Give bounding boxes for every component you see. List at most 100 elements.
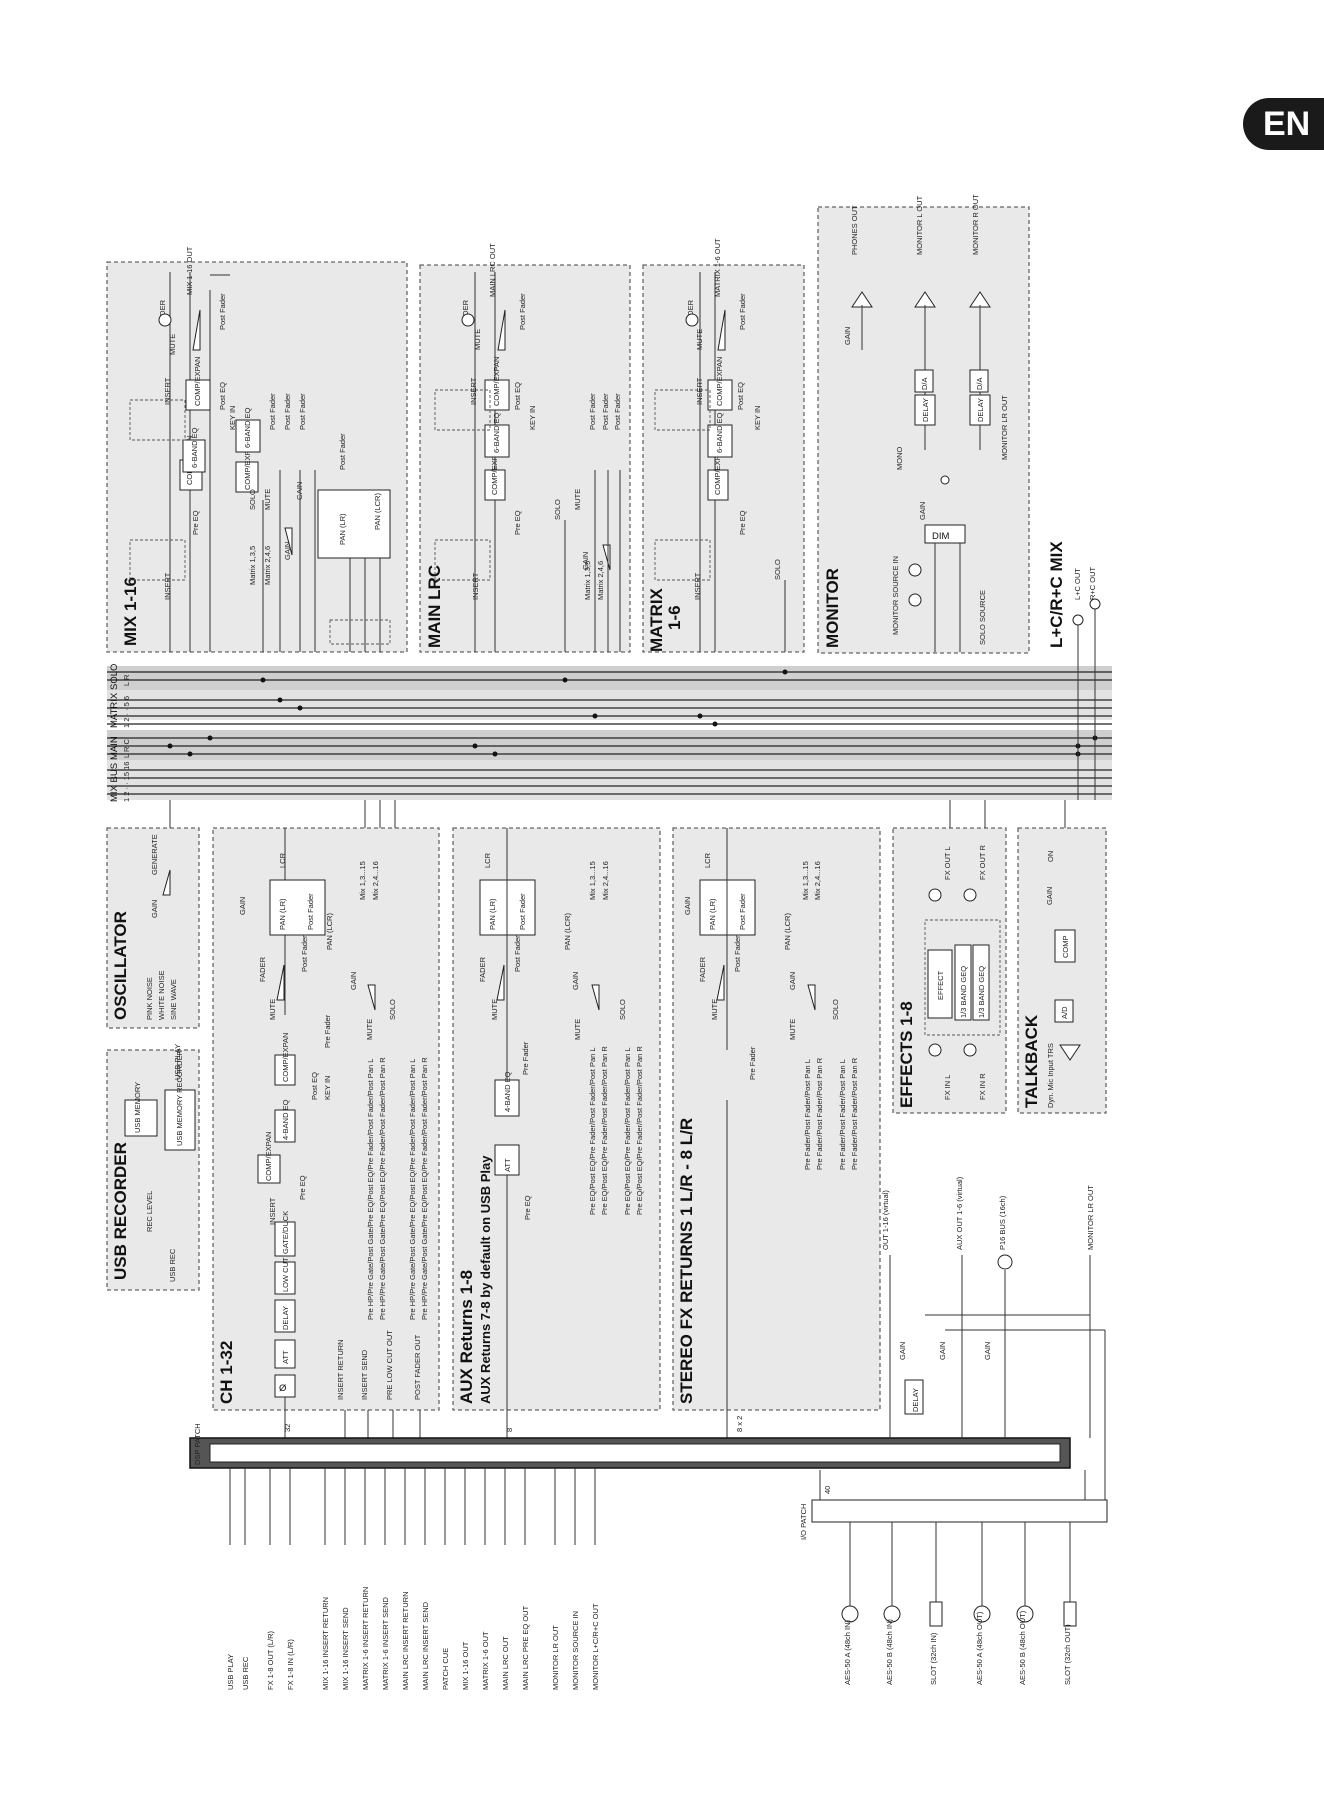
svg-text:FADER: FADER (478, 956, 487, 982)
svg-text:Pre EQ/Post EQ/Pre Fader/Post: Pre EQ/Post EQ/Pre Fader/Post Fader/Post… (600, 1046, 609, 1215)
svg-text:L R: L R (122, 674, 131, 686)
svg-text:Ø: Ø (279, 1383, 287, 1394)
monitor-chain: PHONES OUT MONITOR L OUT MONITOR R OUT G… (843, 194, 1009, 652)
svg-text:Pre EQ: Pre EQ (191, 510, 200, 535)
svg-text:Matrix 1,3,5: Matrix 1,3,5 (583, 561, 592, 600)
svg-text:USB RECORDER: USB RECORDER (111, 1142, 130, 1280)
svg-text:4-BAND EQ: 4-BAND EQ (281, 1099, 290, 1140)
svg-text:Post EQ: Post EQ (218, 382, 227, 410)
panel-effects: EFFECTS 1-8 EFFECT 1/3 BAND GEQ 1/3 BAND… (892, 800, 1007, 1114)
io-label: FX 1-8 OUT (L/R) (266, 1630, 275, 1690)
io-label: MIX 1-16 OUT (461, 1641, 470, 1690)
svg-text:AES-50 A (48ch OUT): AES-50 A (48ch OUT) (975, 1611, 984, 1685)
svg-text:Matrix 2,4,6: Matrix 2,4,6 (263, 546, 272, 585)
svg-text:Pre EQ/Post EQ/Pre Fader/Post: Pre EQ/Post EQ/Pre Fader/Post Fader/Post… (588, 1047, 597, 1215)
svg-text:FADER: FADER (158, 299, 167, 325)
title-mix: MIX 1-16 (121, 577, 140, 646)
bus-matrix: MATRIX (109, 692, 120, 728)
svg-text:SOLO: SOLO (388, 999, 397, 1020)
svg-text:Pre Fader/Post Fader/Post Pan: Pre Fader/Post Fader/Post Pan L (803, 1059, 812, 1170)
svg-text:GAIN: GAIN (283, 542, 292, 560)
svg-text:MUTE: MUTE (473, 329, 482, 350)
svg-text:PAN (LR): PAN (LR) (338, 513, 347, 545)
svg-text:INSERT: INSERT (163, 377, 172, 405)
svg-text:Post Fader: Post Fader (738, 893, 747, 930)
bus-solo: SOLO (109, 664, 120, 690)
svg-text:EFFECT: EFFECT (936, 970, 945, 1000)
svg-text:COMP/EXPAN: COMP/EXPAN (264, 1132, 273, 1181)
io-label: MONITOR LR OUT (551, 1625, 560, 1690)
svg-text:1/3 BAND GEQ: 1/3 BAND GEQ (959, 966, 968, 1018)
svg-text:Post Fader: Post Fader (588, 393, 597, 430)
svg-text:AUX OUT 1-6 (virtual): AUX OUT 1-6 (virtual) (955, 1176, 964, 1250)
svg-text:GAIN: GAIN (683, 897, 692, 915)
svg-text:CH 1-32: CH 1-32 (217, 1341, 236, 1404)
svg-text:MUTE: MUTE (573, 1019, 582, 1040)
svg-text:AUX Returns 1-8: AUX Returns 1-8 (457, 1270, 476, 1404)
svg-text:SINE WAVE: SINE WAVE (169, 979, 178, 1020)
svg-text:AUX Returns 7-8 by default on: AUX Returns 7-8 by default on USB Play (478, 1155, 493, 1404)
svg-text:COMP/EXPAN: COMP/EXPAN (490, 446, 499, 495)
svg-text:LOW CUT: LOW CUT (281, 1257, 290, 1292)
matrix-chain: COMP/EXPAN 6-BAND EQ COMP/EXPAN INSERT I… (654, 238, 786, 652)
svg-text:LCR: LCR (278, 852, 287, 868)
io-label: MAIN LRC PRE EQ OUT (521, 1605, 530, 1690)
svg-text:SLOT (32ch IN): SLOT (32ch IN) (929, 1632, 938, 1685)
main-out: MAIN LRC OUT (488, 243, 497, 297)
io-label: MAIN LRC OUT (501, 1636, 510, 1690)
svg-text:Post EQ: Post EQ (513, 382, 522, 410)
svg-text:PINK NOISE: PINK NOISE (145, 977, 154, 1020)
svg-text:COMP/EXPAN: COMP/EXPAN (193, 357, 202, 406)
svg-text:OSCILLATOR: OSCILLATOR (111, 911, 130, 1020)
svg-text:SOLO: SOLO (618, 999, 627, 1020)
svg-text:MUTE: MUTE (365, 1019, 374, 1040)
svg-text:DELAY: DELAY (911, 1388, 920, 1412)
matrix-out: MATRIX 1-6 OUT (713, 238, 722, 297)
svg-text:WHITE NOISE: WHITE NOISE (157, 970, 166, 1020)
svg-text:Mix 1,3...15: Mix 1,3...15 (801, 861, 810, 900)
svg-text:OUT 1-16 (virtual): OUT 1-16 (virtual) (881, 1190, 890, 1250)
io-label: MONITOR L+C/R+C OUT (591, 1603, 600, 1690)
svg-text:GAIN: GAIN (571, 972, 580, 990)
svg-text:A/D: A/D (1060, 1006, 1069, 1019)
io-label: MATRIX 1-6 INSERT RETURN (361, 1587, 370, 1690)
svg-text:Post Fader: Post Fader (601, 393, 610, 430)
svg-text:FX IN R: FX IN R (978, 1073, 987, 1100)
svg-text:USB REC: USB REC (168, 1248, 177, 1282)
svg-text:Post Fader: Post Fader (338, 433, 347, 470)
svg-text:PHONES OUT: PHONES OUT (850, 205, 859, 255)
svg-text:Post Fader: Post Fader (518, 893, 527, 930)
lc-out: L+C OUT (1073, 568, 1082, 600)
svg-text:GAIN: GAIN (983, 1342, 992, 1360)
svg-text:COMP/EXPAN: COMP/EXPAN (281, 1033, 290, 1082)
right-outs: OUT 1-16 (virtual) AUX OUT 1-6 (virtual)… (881, 1176, 1106, 1500)
svg-text:L R C: L R C (122, 739, 131, 758)
svg-text:Pre HP/Pre Gate/Post Gate/Pre: Pre HP/Pre Gate/Post Gate/Pre EQ/Post EQ… (420, 1057, 429, 1320)
language-badge: EN (1243, 98, 1324, 150)
panel-osc: OSCILLATOR PINK NOISE WHITE NOISE SINE W… (106, 800, 200, 1029)
panel-aux: AUX Returns 1-8 AUX Returns 7-8 by defau… (452, 827, 661, 1440)
svg-text:P16 BUS (16ch): P16 BUS (16ch) (998, 1195, 1007, 1250)
svg-text:COMP/EXPAN: COMP/EXPAN (243, 441, 252, 490)
panel-mix: MIX 1-16 (106, 261, 408, 653)
svg-text:Pre EQ: Pre EQ (298, 1175, 307, 1200)
svg-text:ON: ON (1046, 851, 1055, 862)
io-label: USB REC (241, 1656, 250, 1690)
svg-text:8: 8 (505, 1428, 514, 1432)
panel-monitor: MONITOR (817, 206, 1030, 654)
svg-text:Pre Fader/Post Fader/Post Pan: Pre Fader/Post Fader/Post Pan R (815, 1057, 824, 1170)
svg-text:D/A: D/A (975, 377, 984, 390)
io-label: MONITOR SOURCE IN (571, 1611, 580, 1690)
svg-text:FADER: FADER (258, 956, 267, 982)
title-lcmix: L+C/R+C MIX (1047, 541, 1066, 648)
io-label: MATRIX 1-6 OUT (481, 1631, 490, 1690)
svg-text:COMP/EXPAN: COMP/EXPAN (713, 446, 722, 495)
svg-text:INSERT: INSERT (471, 572, 480, 600)
svg-text:MUTE: MUTE (695, 329, 704, 350)
svg-text:PAN (LCR): PAN (LCR) (783, 913, 792, 950)
svg-text:MUTE: MUTE (573, 489, 582, 510)
svg-text:FADER: FADER (686, 299, 695, 325)
svg-text:Post EQ: Post EQ (736, 382, 745, 410)
svg-text:MUTE: MUTE (268, 999, 277, 1020)
